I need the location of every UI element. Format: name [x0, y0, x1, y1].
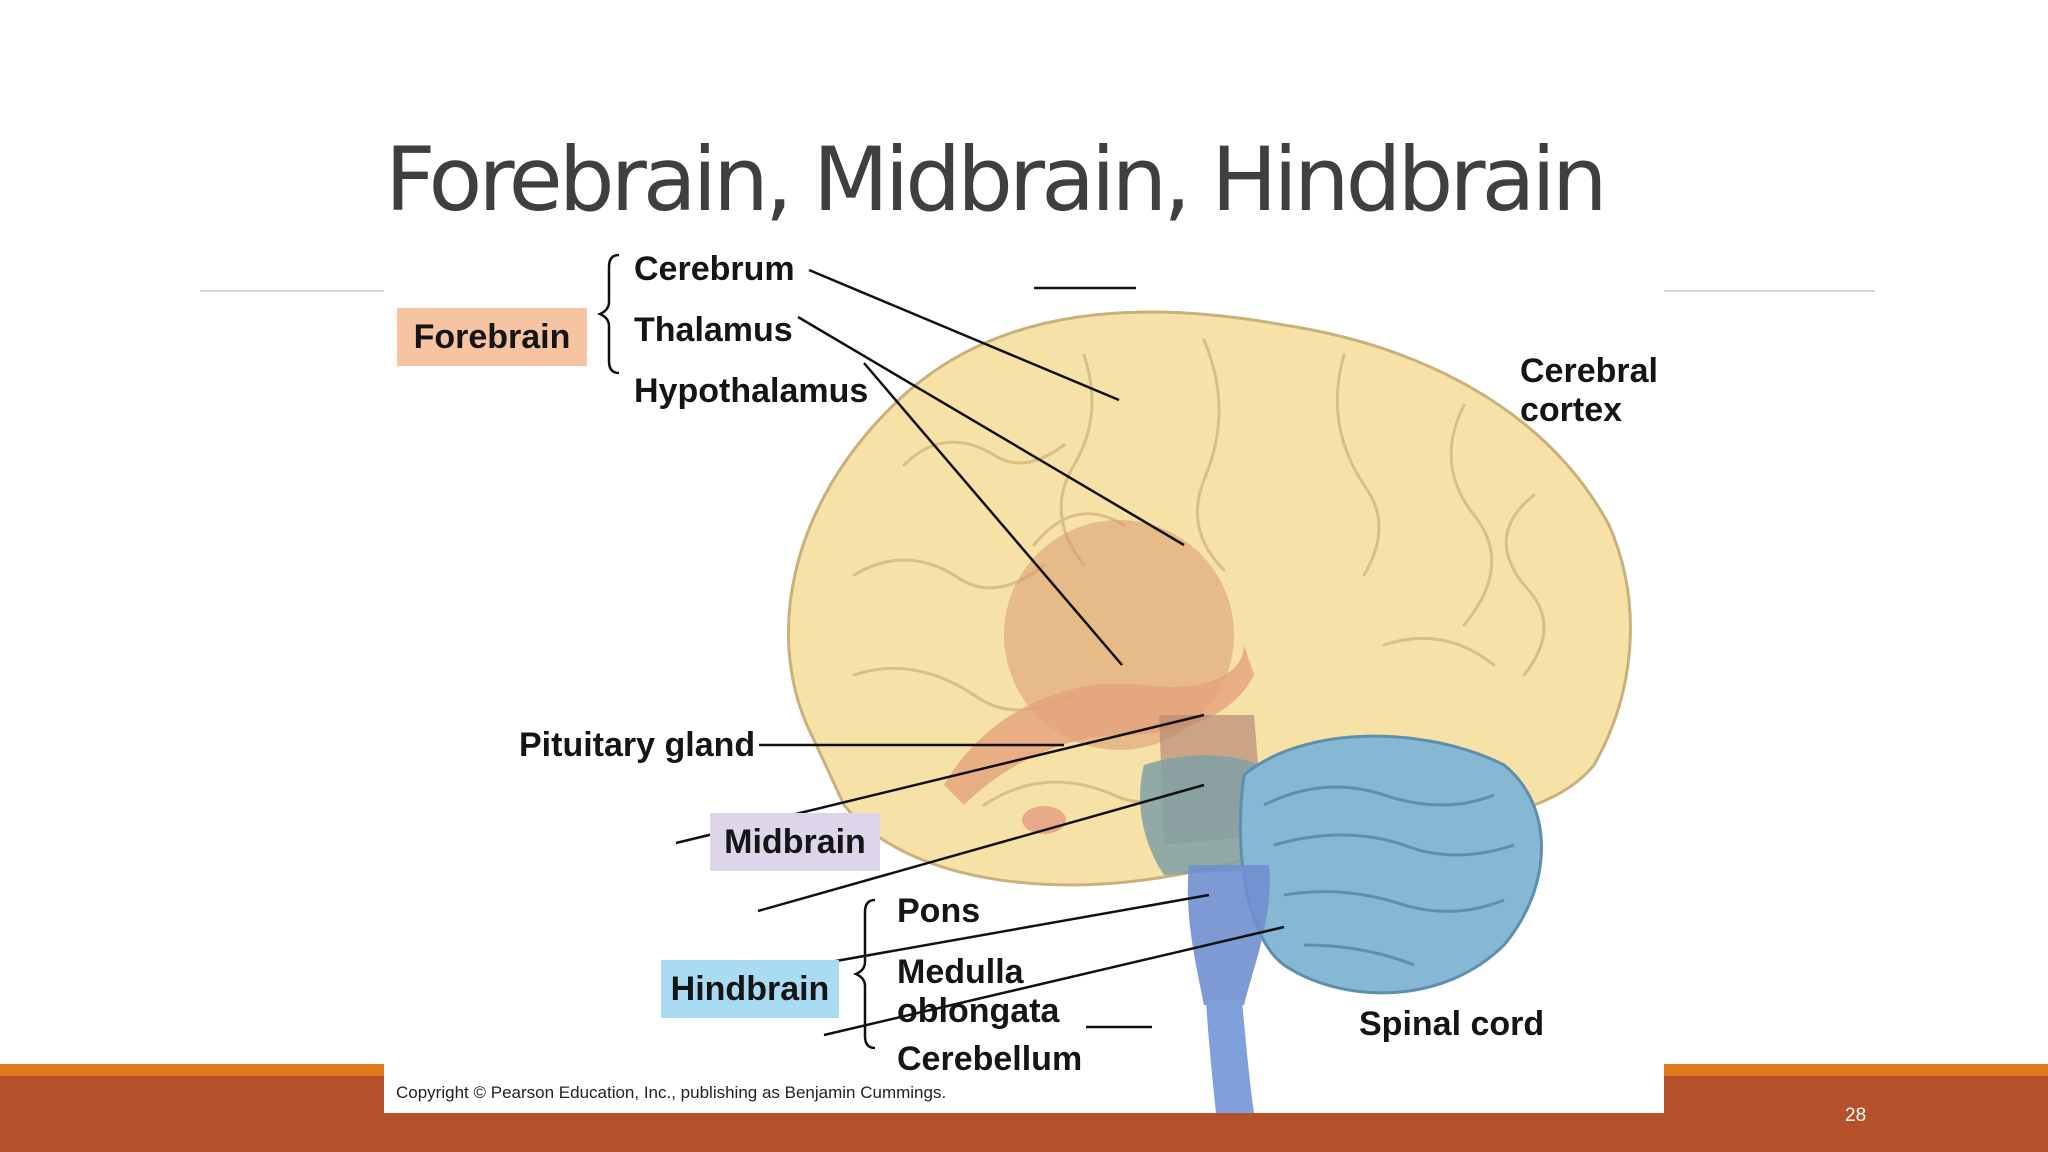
medulla-shape [1187, 865, 1270, 1005]
spinal-cord-shape [1206, 1000, 1254, 1113]
hypothalamus-region [944, 645, 1254, 805]
cerebral-cortex-label-line2: cortex [1520, 391, 1623, 429]
group-braces [596, 253, 876, 1050]
slide-title: Forebrain, Midbrain, Hindbrain [385, 128, 1608, 231]
brain-diagram [596, 253, 1632, 1113]
figure-copyright: Copyright © Pearson Education, Inc., pub… [396, 1083, 947, 1102]
cerebellum-label: Cerebellum [897, 1040, 1083, 1078]
cerebrum-label: Cerebrum [634, 250, 795, 288]
leader-lines [675, 268, 1285, 1037]
pons-label: Pons [897, 892, 981, 930]
page-number: 28 [1845, 1105, 1867, 1126]
thalamus-label: Thalamus [634, 311, 793, 349]
title-rule-right [1664, 290, 1875, 292]
cerebellum-folds [1263, 785, 1515, 967]
hypothalamus-label: Hypothalamus [634, 372, 869, 410]
medulla-label-line2: oblongata [897, 992, 1060, 1030]
cerebellum-shape [1238, 734, 1543, 995]
title-rule-left [200, 290, 385, 292]
pituitary-gland-label: Pituitary gland [519, 726, 756, 764]
brain-figure: Forebrain Midbrain Hindbrain Cerebrum Th… [384, 245, 1664, 1113]
midbrain-group-box: Midbrain [710, 813, 880, 871]
medulla-label-line1: Medulla [897, 953, 1024, 991]
hindbrain-group-box: Hindbrain [661, 960, 839, 1018]
forebrain-group-box: Forebrain [397, 308, 587, 366]
cerebral-cortex-label-line1: Cerebral [1520, 352, 1658, 390]
spinal-cord-label: Spinal cord [1359, 1005, 1545, 1043]
